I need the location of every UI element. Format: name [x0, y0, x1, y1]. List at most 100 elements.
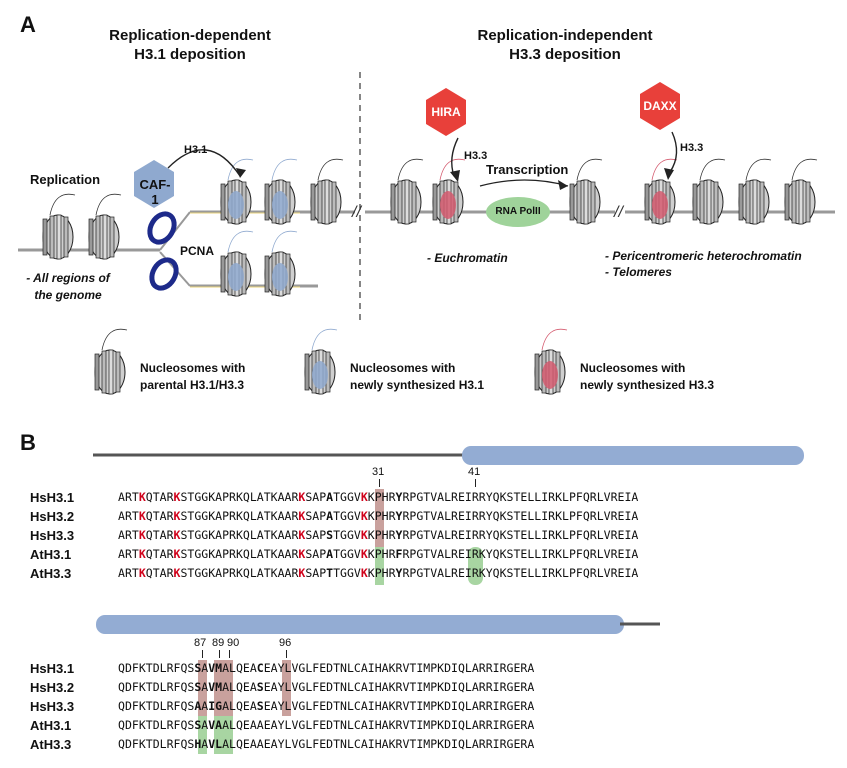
alignment-row: AtH3.1 QDFKTDLRFQSSAVAALQEAAEAYLVGLFEDTNL… [30, 718, 534, 737]
row-sequence: QDFKTDLRFQSSAVMALQEACEAYLVGLFEDTNLCAIHAK… [118, 661, 535, 675]
panel-label-b: B [20, 430, 36, 455]
nucleosome-h31 [220, 158, 254, 225]
arrow-transcription [479, 179, 569, 187]
legend-nucleosome-parental [94, 328, 128, 395]
highlight-pos31 [375, 489, 384, 547]
header-left-line2: H3.1 deposition [134, 46, 246, 63]
arrow-h31 [167, 149, 241, 177]
row-name: AtH3.1 [30, 718, 72, 733]
secondary-structure-2 [96, 615, 660, 634]
row-name: HsH3.1 [30, 661, 75, 676]
header-replication-dependent: Replication-dependent H3.1 deposition [90, 26, 290, 64]
row-sequence: ARTKQTARKSTGGKAPRKQLATKAARKSAPTTGGVKKPHR… [118, 566, 639, 580]
alignment-row: AtH3.3 ARTKQTARKSTGGKAPRKQLATKAARKSAPTTGG… [30, 566, 638, 585]
pcna-ring [147, 211, 177, 245]
label-telomeres: - Telomeres [605, 265, 672, 279]
alignment-row: AtH3.3 QDFKTDLRFQSHAVLALQEAAEAYLVGLFEDTNL… [30, 737, 534, 756]
label-caf1: CAF-1 [139, 177, 171, 207]
row-name: AtH3.1 [30, 547, 72, 562]
nucleosome-parental [310, 158, 344, 225]
tick-87 [202, 650, 203, 658]
row-name: AtH3.3 [30, 737, 72, 752]
nucleosome-h33 [432, 158, 466, 225]
caf1-hexagon [134, 160, 174, 208]
highlight-pos87-at [198, 716, 207, 754]
alignment-row: HsH3.3 ARTKQTARKSTGGKAPRKQLATKAARKSAPSTGG… [30, 528, 638, 547]
label-euchromatin: - Euchromatin [427, 251, 508, 265]
position-96: 96 [279, 637, 292, 649]
nucleosome-parental [569, 158, 603, 225]
nucleosome-parental [738, 158, 772, 225]
label-daxx: DAXX [643, 99, 677, 113]
rna-polymerase [486, 197, 550, 227]
legend-h33-line1: Nucleosomes with [580, 361, 686, 375]
hira-hexagon [426, 88, 466, 136]
row-sequence: ARTKQTARKSTGGKAPRKQLATKAARKSAPATGGVKKPHR… [118, 509, 639, 523]
helix-bar [462, 446, 804, 465]
position-90: 90 [227, 637, 240, 649]
break-mark: // [351, 204, 362, 221]
label-rna-polii: RNA PolII [495, 206, 541, 217]
legend-h33-line2: newly synthesized H3.3 [580, 378, 715, 392]
header-left-line1: Replication-dependent [109, 27, 271, 44]
position-41: 41 [468, 466, 481, 478]
pcna-ring [149, 257, 179, 291]
alignment-row: HsH3.1 ARTKQTARKSTGGKAPRKQLATKAARKSAPATGG… [30, 490, 638, 509]
nucleosome-h31 [264, 230, 298, 297]
label-transcription: Transcription [486, 162, 569, 177]
nucleosome-parental [390, 158, 424, 225]
row-name: AtH3.3 [30, 566, 72, 581]
label-h31: H3.1 [184, 144, 208, 156]
header-right-line2: H3.3 deposition [509, 46, 621, 63]
highlight-pos89-90-at [214, 716, 233, 754]
nucleosome-parental [692, 158, 726, 225]
label-all-regions-line1: - All regions of [26, 271, 110, 285]
nucleosome-h33 [644, 158, 678, 225]
row-sequence: ARTKQTARKSTGGKAPRKQLATKAARKSAPATGGVKKPHR… [118, 490, 639, 504]
nucleosome-parental [784, 158, 818, 225]
nucleosome-parental [88, 193, 122, 260]
helix-bar [96, 615, 624, 634]
highlight-pos96 [282, 660, 291, 716]
alignment-row: HsH3.2 QDFKTDLRFQSSAVMALQEASEAYLVGLFEDTNL… [30, 680, 534, 699]
highlight-pos89-90 [214, 660, 233, 716]
highlight-pos87 [198, 660, 207, 716]
row-name: HsH3.3 [30, 528, 75, 543]
tick-41 [475, 479, 476, 487]
nucleosome-h31 [264, 158, 298, 225]
row-name: HsH3.2 [30, 509, 75, 524]
panel-label-a: A [20, 12, 36, 37]
legend-parental: Nucleosomes with parental H3.1/H3.3 [140, 360, 245, 394]
label-replication: Replication [30, 172, 101, 187]
row-name: HsH3.2 [30, 680, 75, 695]
label-all-regions: - All regions of the genome [18, 270, 118, 304]
header-right-line1: Replication-independent [477, 27, 653, 44]
legend-h31-line2: newly synthesized H3.1 [350, 378, 485, 392]
secondary-structure-1 [93, 446, 804, 465]
tick-90 [229, 650, 230, 658]
row-sequence: QDFKTDLRFQSHAVLALQEAAEAYLVGLFEDTNLCAIHAK… [118, 737, 535, 751]
position-89: 89 [212, 637, 225, 649]
legend-h31-line1: Nucleosomes with [350, 361, 456, 375]
legend-parental-line1: Nucleosomes with [140, 361, 246, 375]
row-sequence: ARTKQTARKSTGGKAPRKQLATKAARKSAPSTGGVKKPHR… [118, 528, 639, 542]
legend-parental-line2: parental H3.1/H3.3 [140, 378, 245, 392]
daxx-hexagon [640, 82, 680, 130]
tick-96 [286, 650, 287, 658]
alignment-row: HsH3.1 QDFKTDLRFQSSAVMALQEACEAYLVGLFEDTNL… [30, 661, 534, 680]
nucleosome-parental [42, 193, 76, 260]
row-sequence: QDFKTDLRFQSSAVAALQEAAEAYLVGLFEDTNLCAIHAK… [118, 718, 535, 732]
label-h33-daxx: H3.3 [680, 142, 704, 154]
row-name: HsH3.3 [30, 699, 75, 714]
row-name: HsH3.1 [30, 490, 75, 505]
row-sequence: QDFKTDLRFQSSAVMALQEASEAYLVGLFEDTNLCAIHAK… [118, 680, 535, 694]
header-replication-independent: Replication-independent H3.3 deposition [450, 26, 680, 64]
label-pcna: PCNA [180, 244, 215, 258]
legend-h31: Nucleosomes with newly synthesized H3.1 [350, 360, 484, 394]
legend-nucleosome-h31 [304, 328, 338, 395]
tick-89 [219, 650, 220, 658]
alignment-row: HsH3.2 ARTKQTARKSTGGKAPRKQLATKAARKSAPATGG… [30, 509, 638, 528]
break-mark: // [613, 204, 624, 221]
